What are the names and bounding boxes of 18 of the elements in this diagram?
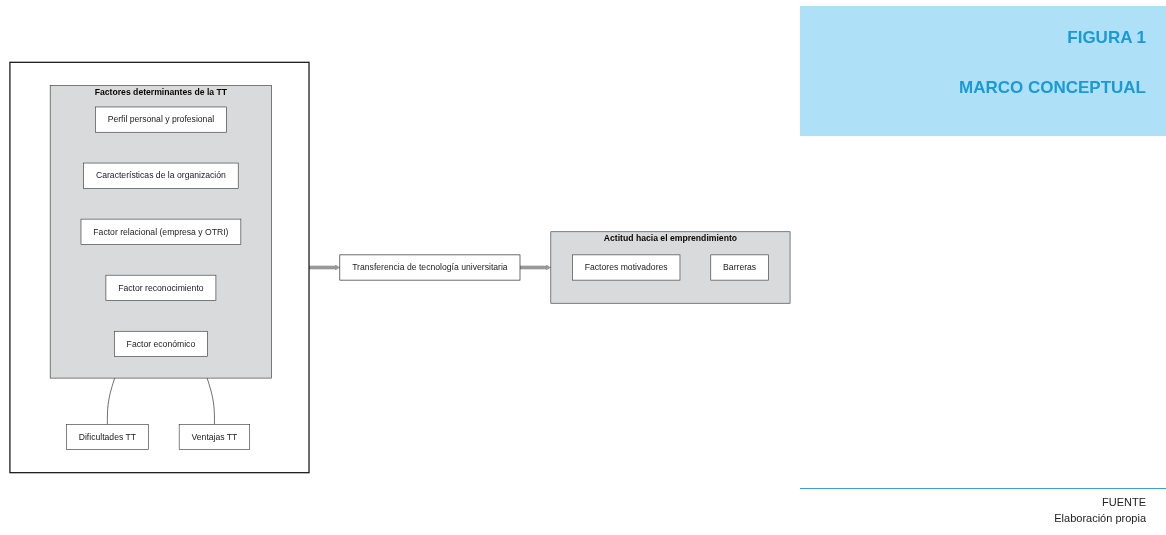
figure-title: FIGURA 1 — [1067, 28, 1146, 48]
connector — [107, 377, 115, 425]
figure-subtitle: MARCO CONCEPTUAL — [959, 78, 1146, 98]
node-box: Factor relacional (empresa y OTRI) — [80, 218, 242, 245]
source-note: Elaboración propia — [1054, 512, 1146, 524]
node-box: Dificultades TT — [66, 424, 149, 450]
source-label: FUENTE — [1102, 496, 1146, 508]
arrow — [309, 264, 341, 271]
node-box: Barreras — [710, 254, 769, 281]
arrow — [520, 264, 552, 271]
node-box: Ventajas TT — [178, 424, 250, 450]
node-box: Factores motivadores — [572, 254, 681, 281]
node-box: Factor reconocimiento — [105, 274, 217, 301]
node-box: Factor económico — [114, 330, 208, 357]
node-box: Transferencia de tecnología universitaria — [339, 254, 521, 281]
node-box: Características de la organización — [83, 162, 239, 189]
cluster — [9, 61, 310, 474]
node-box: Perfil personal y profesional — [95, 106, 227, 133]
